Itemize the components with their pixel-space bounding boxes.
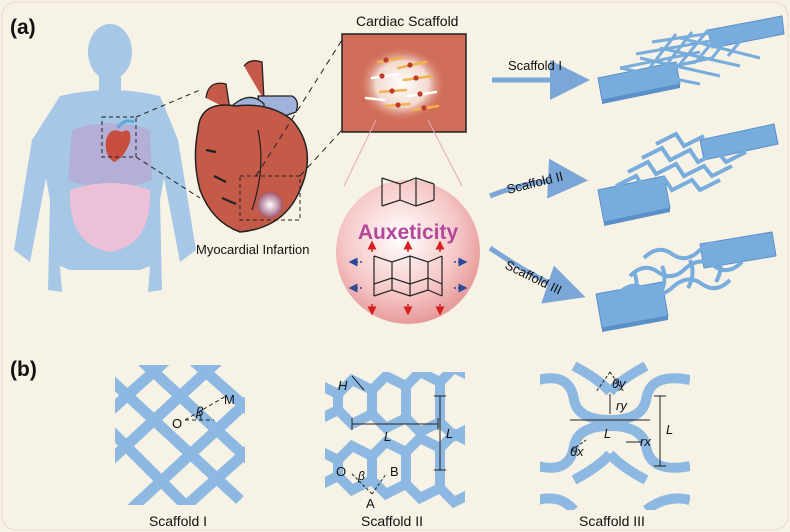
scaffold-1-3d (597, 15, 785, 104)
panel-b-label: (b) (10, 358, 37, 381)
scaffold-zoom-line-left (255, 39, 343, 177)
scaffold-2-3d (597, 123, 779, 226)
s3-label-l-horizontal: L (604, 426, 611, 441)
s2-label-l-vertical: L (446, 426, 453, 441)
infarct-focus-box (239, 175, 301, 221)
auxeticity-label: Auxeticity (358, 221, 459, 244)
scaffold-1-annotations: M O β (172, 392, 235, 431)
s3-label-l-vertical: L (666, 422, 673, 437)
s3-caption: Scaffold III (579, 513, 645, 529)
cardiac-scaffold-title: Cardiac Scaffold (356, 13, 458, 29)
sphere-link-left (343, 119, 377, 187)
s1-angle-beta: β (195, 404, 204, 419)
s2-angle-beta: β (357, 469, 365, 483)
panel-a-label: (a) (10, 16, 36, 39)
scaffold-arrows (488, 60, 590, 304)
s2-label-h: H (338, 378, 348, 393)
body-organs (68, 123, 152, 252)
s1-point-m: M (224, 392, 235, 407)
auxetic-cell-top (381, 177, 435, 207)
s2-label-l-horizontal: L (384, 429, 391, 444)
cardiac-cells (364, 56, 440, 112)
s2-point-o: O (336, 464, 346, 479)
zoom-line-bottom (135, 156, 201, 199)
large-heart-illustration (194, 60, 309, 233)
scaffold-1-lattice (115, 365, 245, 505)
zoom-line-top (135, 89, 201, 118)
s2-caption: Scaffold II (361, 513, 423, 529)
arrow-label-scaffold-1: Scaffold I (508, 58, 562, 73)
auxetic-cell-bottom (373, 255, 443, 297)
s3-radius-x: rx (640, 434, 651, 449)
scaffold-3-annotations: θy ry L L rx θx (570, 371, 673, 467)
s1-point-o: O (172, 416, 182, 431)
cell-cluster-glow (358, 46, 446, 122)
small-heart-icon (105, 119, 135, 162)
scaffold-2-annotations: H L L O β B A (336, 375, 453, 511)
scaffold-3-3d (595, 231, 777, 332)
s2-point-b: B (390, 464, 399, 479)
heart-focus-box (101, 116, 137, 158)
s2-point-a: A (366, 496, 375, 511)
scaffold-2-lattice (325, 372, 465, 509)
sphere-link-right (427, 119, 463, 187)
myocardial-infarction-label: Myocardial Infartion (196, 242, 309, 257)
s3-angle-theta-y: θy (612, 376, 627, 391)
s3-radius-y: ry (616, 398, 628, 413)
s3-angle-theta-x: θx (570, 444, 584, 459)
strain-arrows (348, 240, 468, 316)
s1-caption: Scaffold I (149, 513, 207, 529)
